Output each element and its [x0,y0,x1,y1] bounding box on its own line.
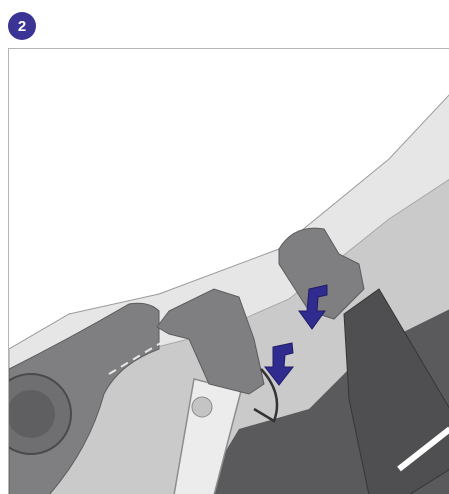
rivet [192,397,212,417]
assembly-illustration [8,48,449,494]
step-number: 2 [18,18,26,35]
step-number-badge: 2 [8,12,36,40]
illustration-svg [9,49,449,494]
wheel-hub-inner [9,390,55,438]
